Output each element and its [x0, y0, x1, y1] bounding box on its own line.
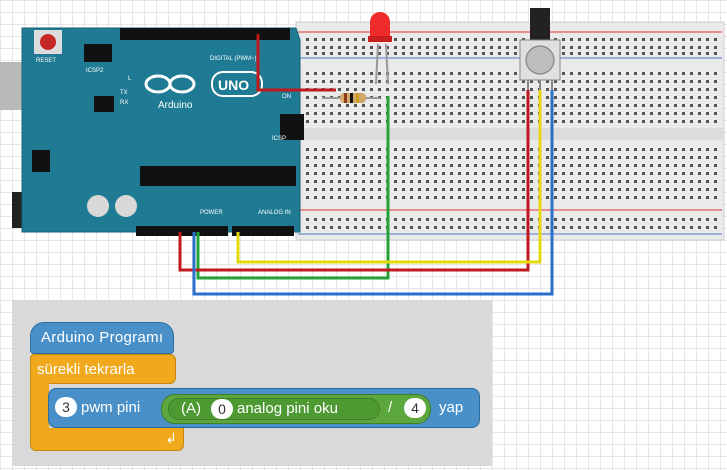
model-label: UNO — [218, 77, 249, 93]
divide-operator: / — [388, 399, 393, 416]
program-title-block[interactable]: Arduino Programı — [30, 322, 175, 354]
analog-read-block[interactable]: (A) 0 analog pini oku — [168, 398, 380, 420]
loop-arrow-icon: ↲ — [165, 430, 177, 446]
l-label: L — [128, 76, 132, 82]
wires — [178, 34, 554, 296]
do-label: yap — [439, 399, 464, 416]
analog-prefix: (A) — [181, 400, 201, 417]
breadboard — [295, 21, 725, 241]
pwm-pin-value[interactable]: 3 — [55, 397, 77, 417]
analog-pin-value[interactable]: 0 — [211, 399, 233, 419]
analog-in-label: ANALOG IN — [258, 210, 291, 216]
divisor-value[interactable]: 4 — [404, 398, 426, 418]
pwm-write-block[interactable]: 3 pwm pini (A) 0 analog pini oku / 4 yap — [48, 388, 480, 428]
tx-label: TX — [120, 90, 128, 96]
reset-label: RESET — [36, 58, 56, 64]
circuit-diagram: RESET ICSP2 DIGITAL (PWM~) L TX RX Ardui… — [0, 8, 725, 296]
led-icon — [368, 12, 392, 85]
analog-read-label: analog pini oku — [237, 400, 338, 417]
arduino-logo-icon — [144, 74, 196, 94]
potentiometer-icon — [519, 8, 561, 92]
power-label: POWER — [200, 210, 223, 216]
loop-block[interactable]: sürekli tekrarla — [30, 354, 176, 384]
brand-label: Arduino — [158, 100, 193, 111]
on-label: ON — [282, 94, 291, 100]
loop-block-side — [30, 383, 49, 433]
icsp2-label: ICSP2 — [86, 68, 104, 74]
loop-block-bottom: ↲ — [30, 428, 184, 451]
arduino-board: RESET ICSP2 DIGITAL (PWM~) L TX RX Ardui… — [0, 27, 304, 236]
rx-label: RX — [120, 100, 128, 106]
resistor-icon — [322, 93, 380, 103]
divide-block[interactable]: (A) 0 analog pini oku / 4 — [161, 394, 431, 424]
digital-label: DIGITAL (PWM~) — [210, 56, 257, 62]
icsp-label: ICSP — [272, 136, 286, 142]
pwm-label: pwm pini — [81, 399, 141, 416]
